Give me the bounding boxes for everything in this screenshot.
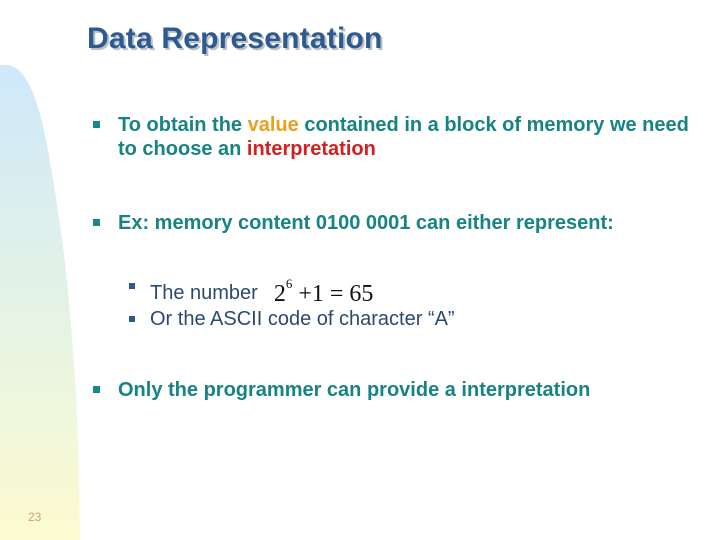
highlight-value: value — [247, 114, 299, 136]
slide-title: Data Representation — [87, 22, 383, 55]
decorative-side-gradient — [0, 64, 80, 540]
math-base: 2 — [273, 281, 286, 307]
square-bullet-icon — [93, 219, 100, 226]
sub-bullet-text: The number 26 +1 = 65 — [150, 274, 374, 307]
bullet-text: To obtain the value contained in a block… — [118, 113, 693, 161]
bullet-text: Only the programmer can provide a interp… — [118, 379, 591, 401]
bullet-value-interpretation: To obtain the value contained in a block… — [93, 113, 693, 161]
sub-bullet-number: The number 26 +1 = 65 — [129, 274, 374, 307]
bullet-programmer: Only the programmer can provide a interp… — [93, 378, 693, 402]
sub-bullet-ascii: Or the ASCII code of character “A” — [129, 307, 455, 331]
square-bullet-icon — [129, 316, 135, 322]
square-bullet-icon — [93, 386, 100, 393]
square-bullet-icon — [93, 121, 100, 128]
math-exponent: 6 — [285, 276, 293, 291]
bullet-example: Ex: memory content 0100 0001 can either … — [93, 211, 633, 235]
bullet-text: Ex: memory content 0100 0001 can either … — [118, 212, 614, 234]
highlight-interpretation: interpretation — [246, 138, 376, 160]
math-expression: 26 +1 = 65 — [273, 276, 374, 307]
square-bullet-icon — [129, 283, 135, 289]
text-segment: To obtain the — [118, 114, 248, 136]
math-rest: +1 = 65 — [298, 281, 374, 307]
page-number: 23 — [28, 510, 42, 524]
sub-bullet-text: Or the ASCII code of character “A” — [150, 308, 455, 330]
sub-bullet-label: The number — [150, 282, 258, 304]
text-segment: contained in a block of memory we need t… — [118, 114, 689, 160]
